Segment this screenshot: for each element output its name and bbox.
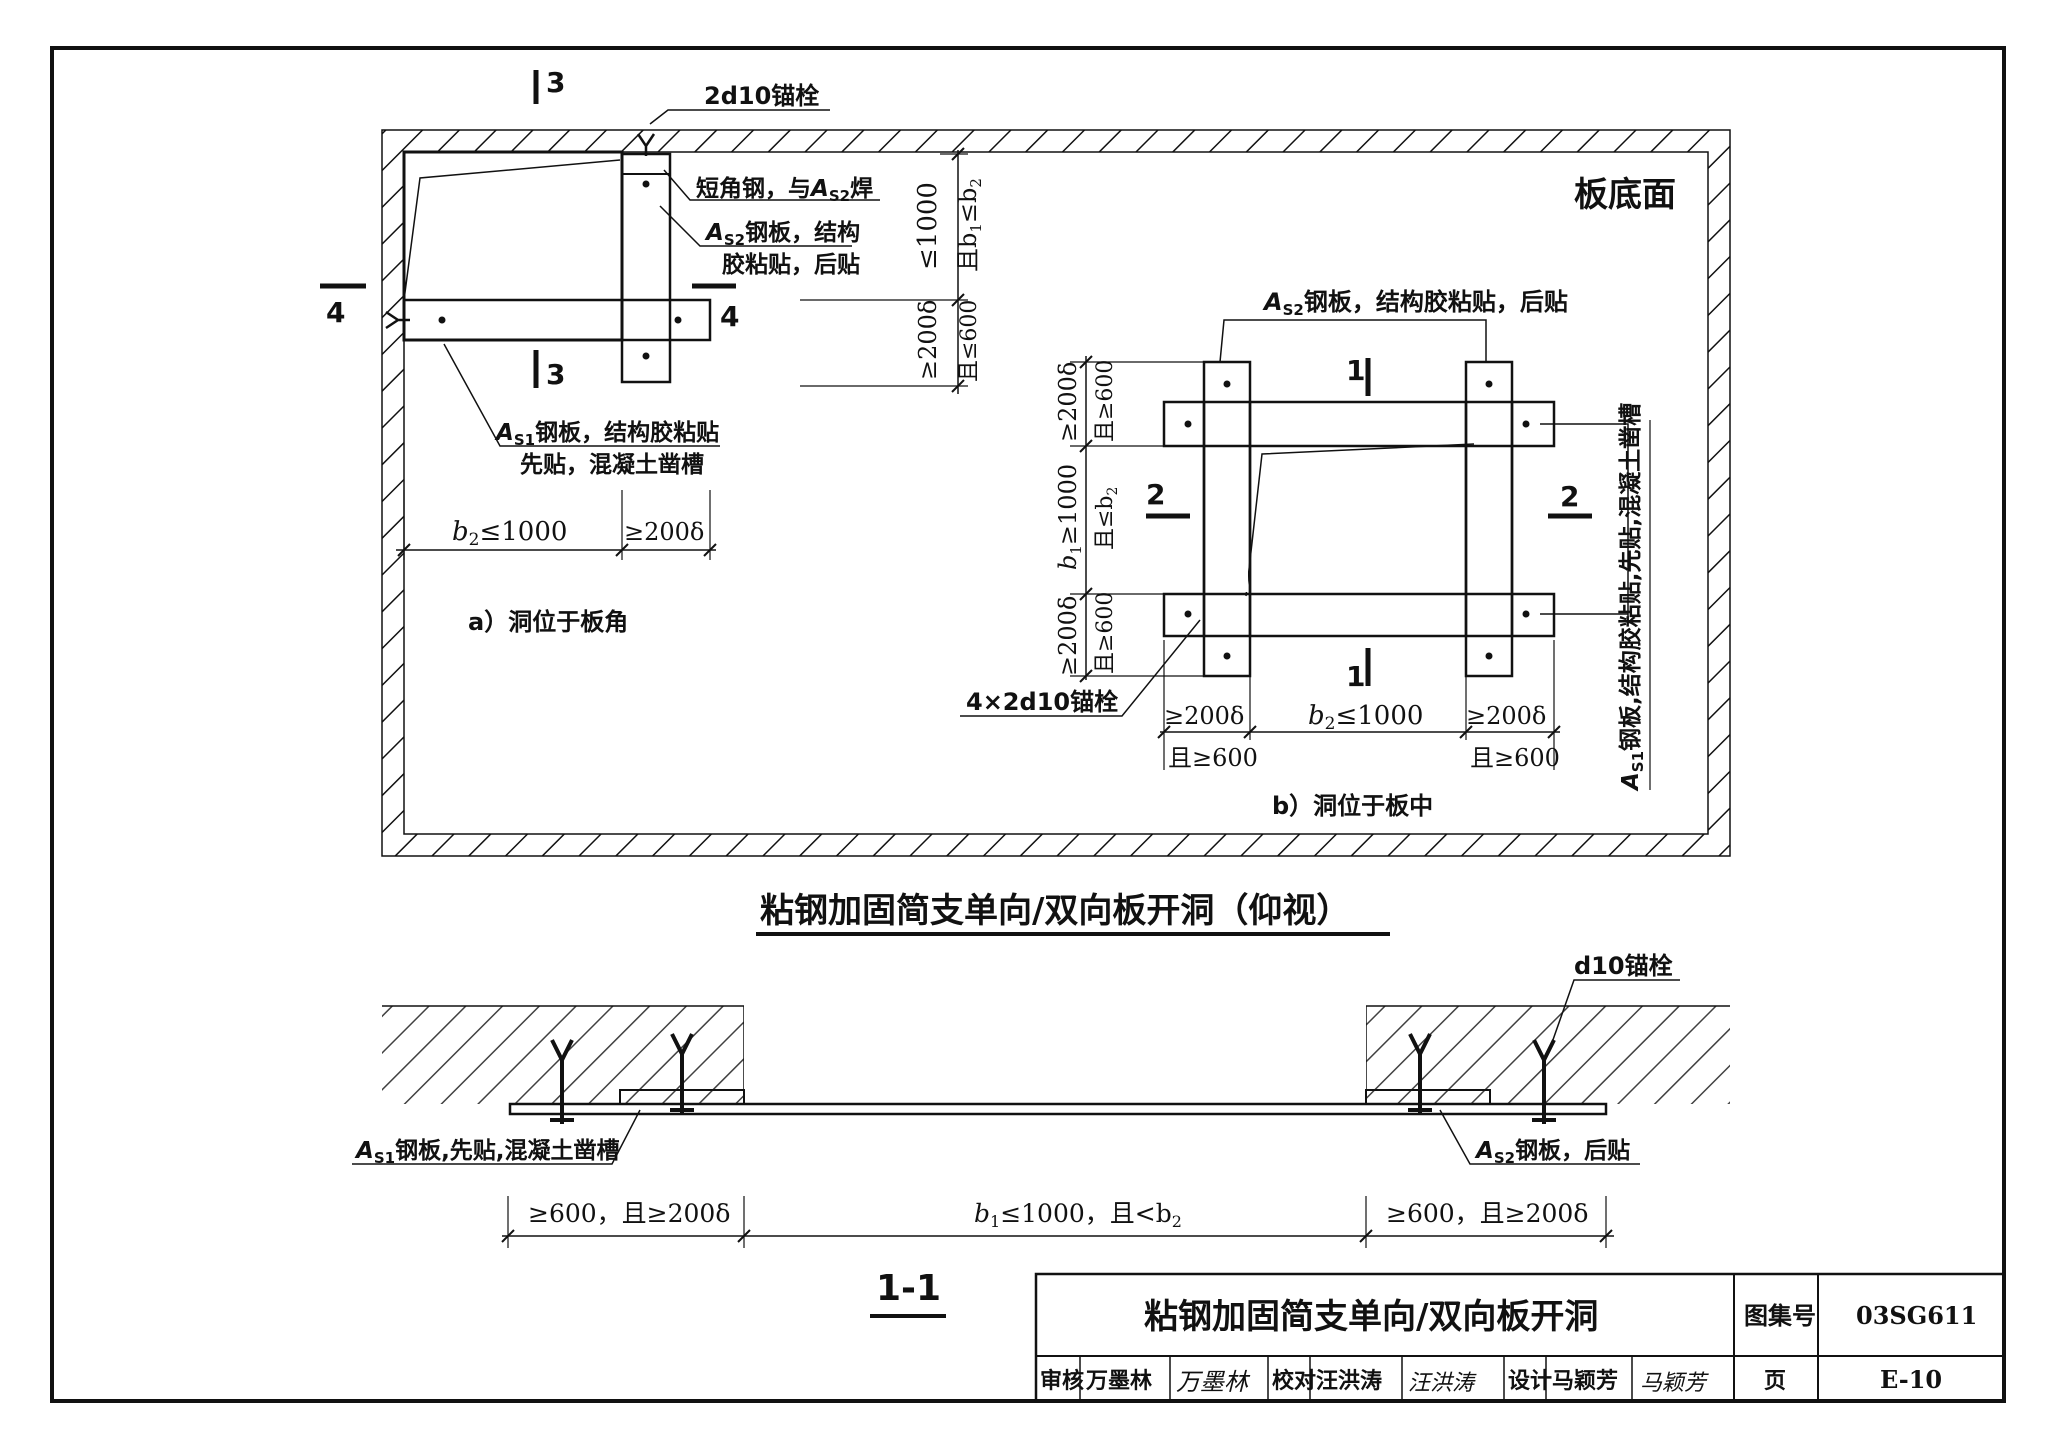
vdim-top-200: ≥200δ xyxy=(1054,362,1082,442)
vdim-b1-corner: 且b1≤b2 xyxy=(954,178,985,272)
note-as2-line1: AS2钢板，结构 xyxy=(704,219,860,249)
vdim-200-corner: ≥200δ xyxy=(914,300,942,380)
page-label: 页 xyxy=(1764,1369,1786,1394)
anchor-label-corner: 2d10锚栓 xyxy=(704,82,819,110)
section-dims xyxy=(501,1196,1614,1248)
as2-plate-right-section xyxy=(1365,1089,1491,1105)
anchor-label-section: d10锚栓 xyxy=(1574,952,1673,980)
note-as1-line2: 先贴，混凝土凿槽 xyxy=(520,451,704,478)
checker-sign: 汪洪涛 xyxy=(1408,1371,1477,1396)
hdim-mid-b2: b2≤1000 xyxy=(1308,701,1423,734)
anchor-dots-mid xyxy=(1184,380,1530,660)
reviewer-sign: 万墨林 xyxy=(1176,1368,1251,1396)
check-label: 校对 xyxy=(1272,1368,1316,1394)
corner-opening-detail: 3 3 4 4 2d10锚栓 短角钢，与AS2焊 AS2钢板，结构 胶粘贴，后贴… xyxy=(320,66,985,636)
as1-note-mid: AS1钢板,结构胶粘贴,先贴,混凝土凿槽 xyxy=(1617,403,1647,792)
as1-plate-bottom xyxy=(1162,592,1556,638)
dim-b2-corner: b2≤1000 xyxy=(452,517,567,550)
as1-note-section: AS1钢板,先贴,混凝土凿槽 xyxy=(354,1137,620,1167)
section-mark-1-bottom: 1 xyxy=(1346,660,1365,693)
corner-vdims xyxy=(800,147,968,394)
as2-note-section: AS2钢板，后贴 xyxy=(1474,1138,1630,1167)
as2-note-mid: AS2钢板，结构胶粘贴，后贴 xyxy=(1262,288,1568,319)
section-view: d10锚栓 AS1钢板,先贴,混凝土凿槽 AS2钢板，后贴 ≥600，且≥200… xyxy=(352,952,1730,1318)
vdim-bot-600: 且≥600 xyxy=(1093,592,1118,674)
designer-sign: 马颖芳 xyxy=(1640,1371,1709,1396)
title-block: 粘钢加固简支单向/双向板开洞 图集号 03SG611 审核 万墨林 万墨林 校对… xyxy=(1034,1272,2006,1403)
note-short-angle: 短角钢，与AS2焊 xyxy=(696,175,873,205)
vdim-le1000: ≤1000 xyxy=(913,182,943,270)
checker: 汪洪涛 xyxy=(1316,1369,1382,1394)
section-mark-2-right: 2 xyxy=(1560,480,1579,513)
section-label: 1-1 xyxy=(876,1268,941,1309)
dim-left-section: ≥600，且≥200δ xyxy=(528,1199,730,1228)
note-as2-line2: 胶粘贴，后贴 xyxy=(722,251,860,278)
anchor-symbol-left xyxy=(385,310,410,330)
section-mark-4-right: 4 xyxy=(720,300,739,333)
plan-title: 粘钢加固简支单向/双向板开洞（仰视） xyxy=(760,891,1350,931)
anchor-symbol-top xyxy=(636,133,656,156)
note-as1-line1: AS1钢板，结构胶粘贴 xyxy=(494,419,719,449)
as1-plate-section xyxy=(508,1102,1608,1116)
vdim-mid-b2: 且≤b2 xyxy=(1093,487,1121,550)
page-no: E-10 xyxy=(1880,1365,1942,1394)
hdim-right-200: ≥200δ xyxy=(1466,702,1546,730)
caption-corner: a）洞位于板角 xyxy=(468,608,628,636)
anchor-dots xyxy=(438,180,682,360)
dim-right-section: ≥600，且≥200δ xyxy=(1386,1199,1588,1228)
dim-200-corner: ≥200δ xyxy=(624,518,704,546)
sheet-border xyxy=(50,46,2006,1403)
middle-opening-detail: AS2钢板，结构胶粘贴，后贴 1 1 2 2 AS1钢板,结构胶粘贴,先贴,混凝… xyxy=(960,288,1651,820)
section-mark-4-left: 4 xyxy=(326,296,345,329)
section-mark-1-top: 1 xyxy=(1346,354,1365,387)
vdim-600-corner: 且≤600 xyxy=(957,300,982,382)
opening-break-line xyxy=(403,159,621,301)
hdim-left-600: 且≥600 xyxy=(1168,744,1258,772)
hdim-right-600: 且≥600 xyxy=(1470,744,1560,772)
dim-mid-section: b1≤1000，且<b2 xyxy=(974,1199,1182,1231)
atlas-label: 图集号 xyxy=(1744,1302,1816,1330)
reviewer: 万墨林 xyxy=(1085,1369,1152,1394)
designer: 马颖芳 xyxy=(1552,1369,1618,1394)
hdim-left-200: ≥200δ xyxy=(1164,702,1244,730)
middle-hdims xyxy=(1157,640,1561,770)
plan-view: 3 3 4 4 2d10锚栓 短角钢，与AS2焊 AS2钢板，结构 胶粘贴，后贴… xyxy=(320,66,1731,936)
vdim-mid-b1: b1≥1000 xyxy=(1054,464,1085,570)
middle-vdims xyxy=(1070,355,1204,683)
vdim-bot-200: ≥200δ xyxy=(1054,596,1082,676)
title-block-title: 粘钢加固简支单向/双向板开洞 xyxy=(1144,1297,1598,1337)
section-mark-2-left: 2 xyxy=(1146,478,1165,511)
vdim-top-600: 且≥600 xyxy=(1093,360,1118,442)
anchor-bolts-section xyxy=(550,1033,1556,1124)
review-label: 审核 xyxy=(1040,1368,1084,1394)
atlas-no: 03SG611 xyxy=(1856,1301,1977,1330)
section-mark-3-top: 3 xyxy=(546,66,565,99)
section-mark-3-bottom: 3 xyxy=(546,358,565,391)
anchor-label-mid: 4×2d10锚栓 xyxy=(966,688,1118,716)
caption-middle: b）洞位于板中 xyxy=(1272,792,1433,820)
design-label: 设计 xyxy=(1508,1369,1552,1394)
opening-break-line-mid xyxy=(1245,443,1475,597)
floor-label: 板底面 xyxy=(1574,175,1676,215)
corner-hdims xyxy=(396,490,717,560)
